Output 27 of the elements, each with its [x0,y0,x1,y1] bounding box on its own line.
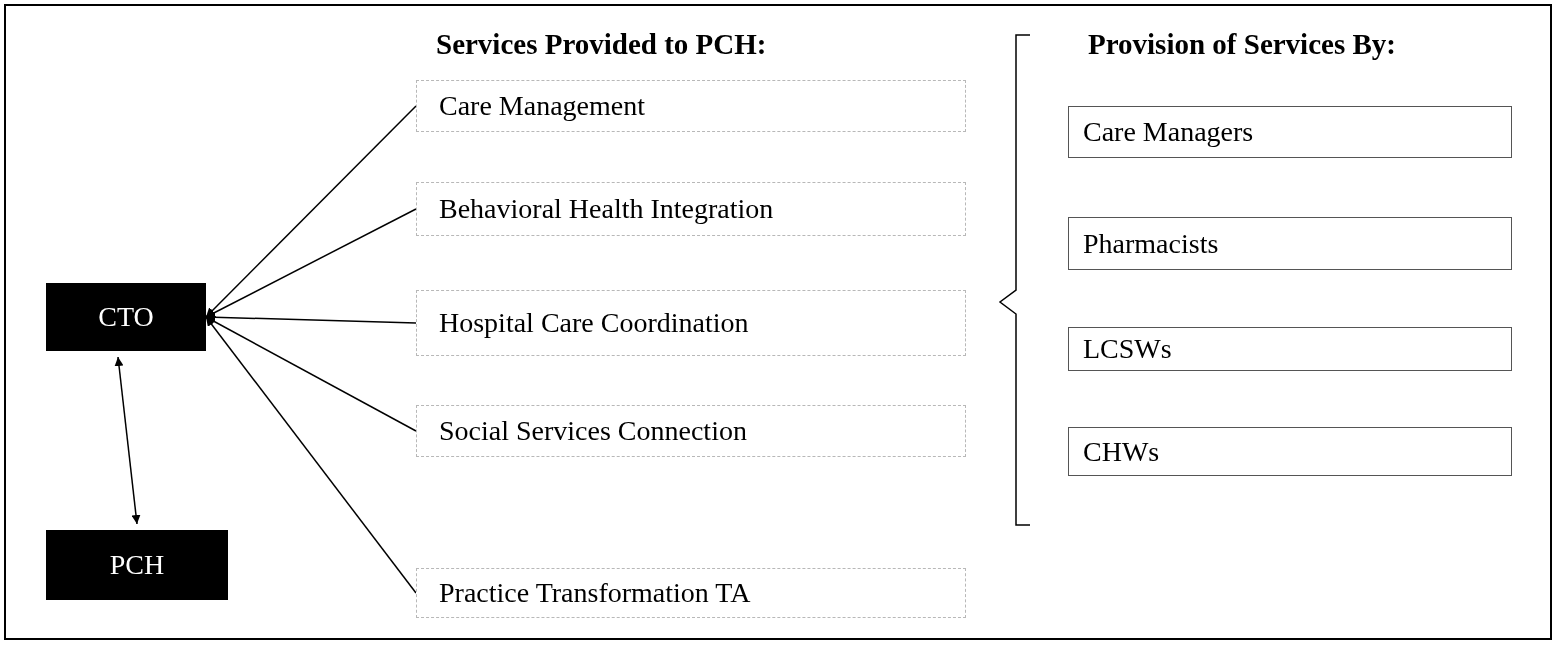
service-box [416,290,966,356]
node-text: PCH [109,549,165,581]
node-text: LCSWs [1083,333,1172,365]
arrow [205,316,417,432]
provider-box [1068,427,1512,476]
service-box [416,568,966,618]
provider-box [1068,217,1512,270]
service-box [416,80,966,132]
node-text: Practice Transformation TA [439,577,751,609]
node-text: Care Management [439,90,646,122]
node-text: Behavioral Health Integration [439,193,774,225]
arrow [205,312,417,324]
provider-box [1068,106,1512,158]
column-heading: Provision of Services By: [1088,28,1396,61]
node-text: Hospital Care Coordination [439,307,749,339]
arrow [114,356,141,525]
node-text: Social Services Connection [439,415,747,447]
entity-box [46,530,228,600]
node-text: Care Managers [1083,116,1254,148]
provider-box [1068,327,1512,371]
service-box [416,405,966,457]
service-box [416,182,966,236]
entity-box [46,283,206,351]
node-text: CTO [98,301,154,333]
node-text: Pharmacists [1083,227,1219,260]
column-heading: Services Provided to PCH: [436,28,767,61]
node-text: CHWs [1083,435,1160,468]
